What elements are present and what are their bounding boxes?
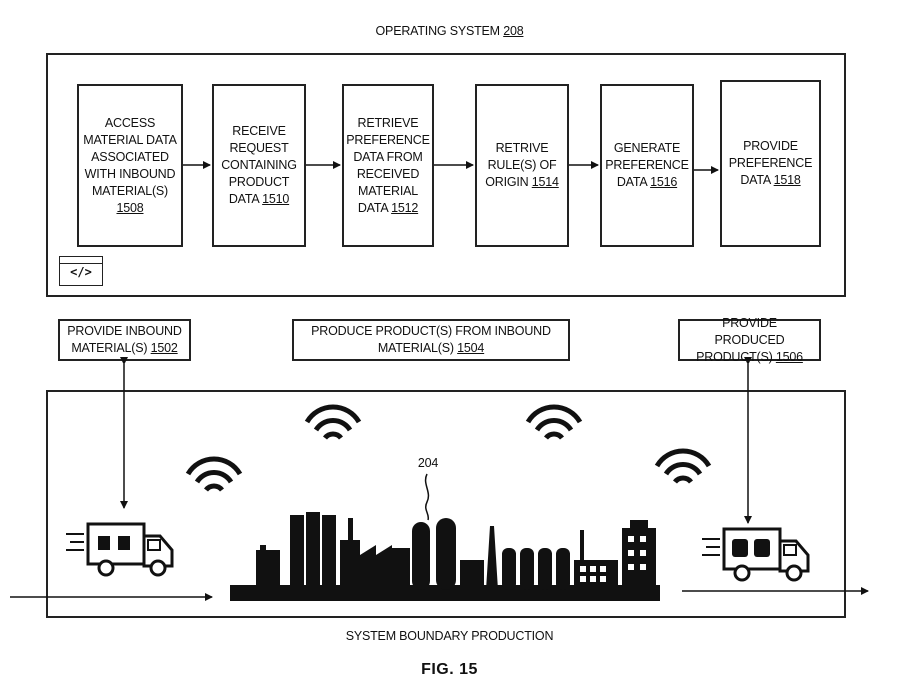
system-boundary-caption: SYSTEM BOUNDARY PRODUCTION: [0, 629, 899, 643]
factory-ref-leader: [426, 474, 429, 520]
wifi-icon: [528, 407, 580, 438]
outbound-truck-icon: [702, 529, 808, 580]
figure-label: FIG. 15: [0, 661, 899, 679]
wifi-icon: [307, 407, 359, 438]
factory-ref: 204: [410, 456, 446, 470]
factory-silhouette: [230, 512, 660, 601]
inbound-truck-icon: [66, 524, 172, 575]
wifi-icon: [657, 451, 709, 482]
wifi-icon: [188, 459, 240, 490]
